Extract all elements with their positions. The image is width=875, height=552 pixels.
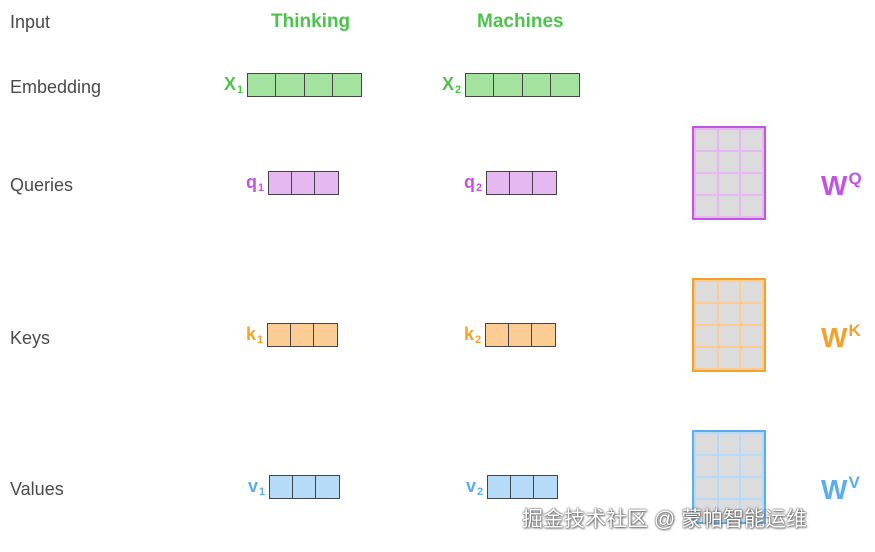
embedding-x1: X1 — [224, 73, 363, 97]
query-q2: q2 — [464, 171, 558, 195]
value-v2: v2 — [466, 475, 559, 499]
row-label-input: Input — [10, 12, 51, 32]
value-v1-cells — [269, 475, 341, 499]
key-k2: k2 — [464, 323, 557, 347]
watermark: 掘金技术社区 @ 蒙帕智能运维 — [522, 508, 807, 531]
row-label-values: Values — [10, 479, 64, 499]
embedding-x1-label: X1 — [224, 73, 244, 96]
key-k2-cells — [485, 323, 557, 347]
value-v1-label: v1 — [248, 475, 266, 498]
weight-label-wq: WQ — [821, 169, 862, 201]
query-q1-cells — [268, 171, 340, 195]
query-q2-cells — [486, 171, 558, 195]
embedding-x1-cells — [247, 73, 363, 97]
input-word-machines: Machines — [477, 11, 564, 32]
row-label-keys: Keys — [10, 328, 51, 348]
embedding-x2-cells — [465, 73, 581, 97]
value-v1: v1 — [248, 475, 341, 499]
value-v2-label: v2 — [466, 475, 484, 498]
query-q1-label: q1 — [246, 171, 265, 194]
embedding-x2-label: X2 — [442, 73, 462, 96]
key-k2-label: k2 — [464, 323, 482, 346]
key-k1-cells — [267, 323, 339, 347]
embedding-x2: X2 — [442, 73, 581, 97]
input-word-thinking: Thinking — [271, 11, 351, 32]
row-label-queries: Queries — [10, 175, 74, 195]
query-q2-label: q2 — [464, 171, 483, 194]
weight-label-wv: WV — [821, 473, 860, 505]
query-q1: q1 — [246, 171, 340, 195]
key-k1: k1 — [246, 323, 339, 347]
weight-matrix-wv — [692, 430, 766, 524]
weight-matrix-wq — [692, 126, 766, 220]
key-k1-label: k1 — [246, 323, 264, 346]
weight-matrix-wk — [692, 278, 766, 372]
row-label-embedding: Embedding — [10, 77, 102, 97]
weight-label-wk: WK — [821, 321, 861, 353]
value-v2-cells — [487, 475, 559, 499]
